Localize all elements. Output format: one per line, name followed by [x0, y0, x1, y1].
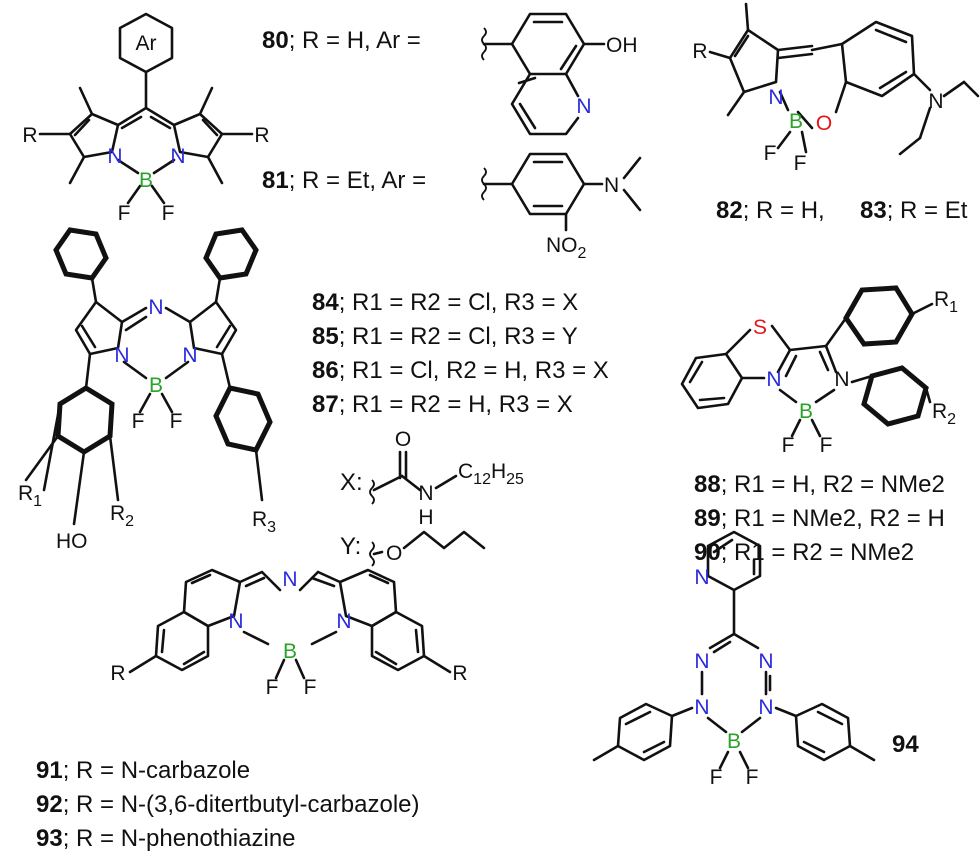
label-83: 83; R = Et [860, 197, 968, 224]
label-86: 86; R1 = Cl, R2 = H, R3 = X [312, 357, 609, 384]
f-atom: F [794, 152, 807, 175]
carbonyl-o: O [395, 428, 411, 451]
ether-o: O [386, 542, 402, 565]
nitro-group: NO2 [546, 234, 587, 262]
b-atom: B [283, 640, 297, 663]
n-atom: N [282, 568, 297, 591]
n-atom: N [170, 145, 185, 168]
x-y-substituents: X: O N H C12H25 Y: O [340, 428, 524, 567]
r3-group: R3 [252, 508, 276, 536]
b-atom: B [789, 110, 803, 133]
r1-group: R1 [18, 482, 42, 510]
hydroxyquinoline-substituent: OH N [481, 12, 638, 136]
n-atom: N [694, 696, 709, 719]
n-atom: N [768, 86, 783, 109]
f-atom: F [782, 434, 795, 457]
label-89: 89; R1 = NMe2, R2 = H [694, 505, 945, 532]
label-84: 84; R1 = R2 = Cl, R3 = X [312, 289, 578, 316]
f-atom: F [820, 434, 833, 457]
label-94: 94 [892, 731, 919, 758]
dodecyl-chain: C12H25 [458, 460, 524, 488]
f-atom: F [710, 766, 723, 789]
n-atom: N [928, 90, 943, 113]
amide-n: N [418, 482, 433, 505]
r-group: R [110, 662, 125, 685]
label-92: 92; R = N-(3,6-ditertbutyl-carbazole) [36, 791, 420, 818]
label-93: 93; R = N-phenothiazine [36, 825, 296, 852]
bis-isoquinoline-boron-91-93: N R R N N B F F [110, 568, 467, 699]
label-85: 85; R1 = R2 = Cl, R3 = Y [312, 323, 578, 350]
n-atom: N [576, 95, 591, 118]
n-atom: N [182, 344, 197, 367]
r2-group: R2 [932, 400, 956, 428]
n-atom: N [766, 368, 781, 391]
f-atom: F [162, 202, 175, 225]
y-label: Y: [340, 533, 361, 560]
f-atom: F [304, 676, 317, 699]
r1-group: R1 [934, 288, 958, 316]
n-atom: N [336, 610, 351, 633]
r-group: R [692, 40, 707, 63]
aza-bodipy-84-87: N N N B F F R1 R2 HO R3 [18, 227, 276, 553]
amide-h: H [418, 506, 433, 529]
label-87: 87; R1 = R2 = H, R3 = X [312, 391, 573, 418]
r-group: R [22, 124, 37, 147]
f-atom: F [132, 410, 145, 433]
oh-group: OH [606, 34, 638, 57]
f-atom: F [746, 766, 759, 789]
n-atom: N [107, 145, 122, 168]
bodipy-core-80-81: Ar N N B F F R R [22, 12, 270, 225]
label-80: 80; R = H, Ar = [262, 27, 421, 54]
tetrazine-boron-94: N N N N N B F F [592, 530, 876, 789]
b-atom: B [727, 730, 741, 753]
series-91-93-labels: 91; R = N-carbazole 92; R = N-(3,6-diter… [36, 757, 420, 852]
f-atom: F [266, 676, 279, 699]
label-88: 88; R1 = H, R2 = NMe2 [694, 471, 945, 498]
f-atom: F [118, 202, 131, 225]
b-atom: B [149, 374, 163, 397]
x-label: X: [340, 469, 363, 496]
b-atom: B [799, 400, 813, 423]
series-84-87-labels: 84; R1 = R2 = Cl, R3 = X 85; R1 = R2 = C… [312, 289, 609, 418]
benzothiazole-boron-88-90: R1 S N N B F F R2 [680, 285, 958, 457]
label-81: 81; R = Et, Ar = [262, 167, 426, 194]
r-group: R [254, 124, 269, 147]
n-atom: N [758, 696, 773, 719]
n-atom: N [228, 610, 243, 633]
r2-group: R2 [110, 502, 134, 530]
f-atom: F [764, 142, 777, 165]
s-atom: S [753, 316, 767, 339]
n-atom: N [758, 650, 773, 673]
o-atom: O [816, 112, 832, 135]
n-atom: N [604, 174, 619, 197]
label-91: 91; R = N-carbazole [36, 757, 250, 784]
n-atom: N [114, 344, 129, 367]
series-88-90-labels: 88; R1 = H, R2 = NMe2 89; R1 = NMe2, R2 … [694, 471, 945, 566]
ar-label: Ar [136, 32, 157, 55]
structure-82-83: N B O F F R N [692, 2, 980, 175]
n-atom: N [148, 296, 163, 319]
nitro-dimethylamino-phenyl-substituent: N NO2 [481, 152, 642, 262]
ho-group: HO [56, 530, 88, 553]
label-82: 82; R = H, [716, 197, 825, 224]
r-group: R [452, 662, 467, 685]
n-atom: N [694, 566, 709, 589]
f-atom: F [170, 410, 183, 433]
b-atom: B [139, 169, 153, 192]
n-atom: N [834, 368, 849, 391]
n-atom: N [694, 650, 709, 673]
